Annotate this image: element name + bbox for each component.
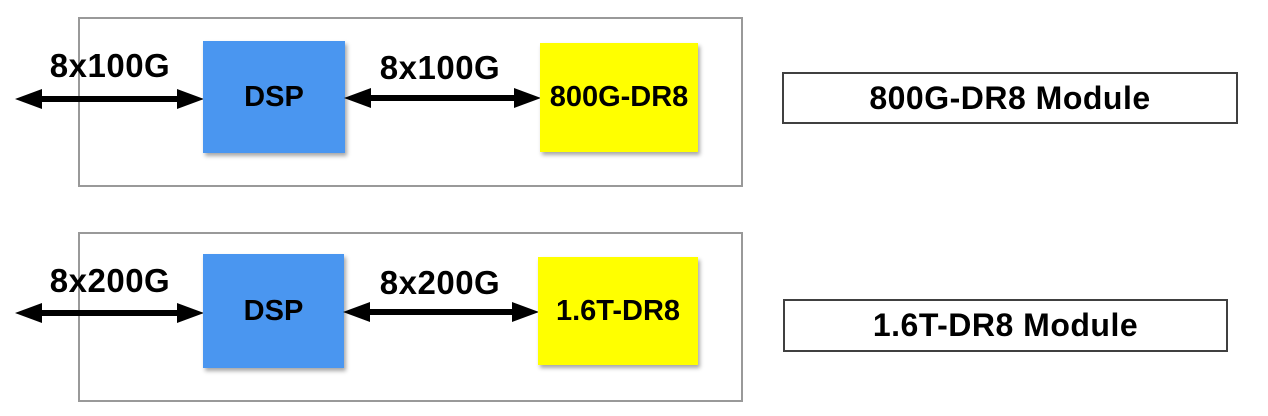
module-name-label: 800G-DR8 Module — [869, 79, 1151, 116]
module-name-label: 1.6T-DR8 Module — [872, 307, 1139, 343]
module-boundary-box-1600g — [78, 232, 743, 402]
double-arrow-icon — [343, 302, 539, 322]
module-name-box-800g: 800G-DR8 Module — [782, 72, 1238, 124]
optics-label: 800G-DR8 — [549, 81, 689, 113]
dsp-label: DSP — [244, 80, 304, 113]
line-lanes-label-800g: 8x100G — [379, 49, 501, 86]
dsp-box-1600g: DSP — [203, 254, 344, 368]
double-arrow-icon — [344, 88, 541, 108]
optics-box-1600g: 1.6T-DR8 — [538, 257, 698, 365]
dsp-label: DSP — [243, 294, 304, 327]
host-lanes-label-800g: 8x100G — [49, 47, 171, 84]
optics-box-800g: 800G-DR8 — [540, 43, 698, 152]
optics-label: 1.6T-DR8 — [555, 294, 681, 327]
double-arrow-icon — [15, 303, 204, 323]
host-lanes-label-1600g: 8x200G — [49, 262, 171, 299]
line-lanes-label-1600g: 8x200G — [379, 264, 501, 301]
module-name-box-1600g: 1.6T-DR8 Module — [783, 299, 1228, 352]
double-arrow-icon — [15, 89, 204, 109]
dsp-box-800g: DSP — [203, 41, 345, 153]
